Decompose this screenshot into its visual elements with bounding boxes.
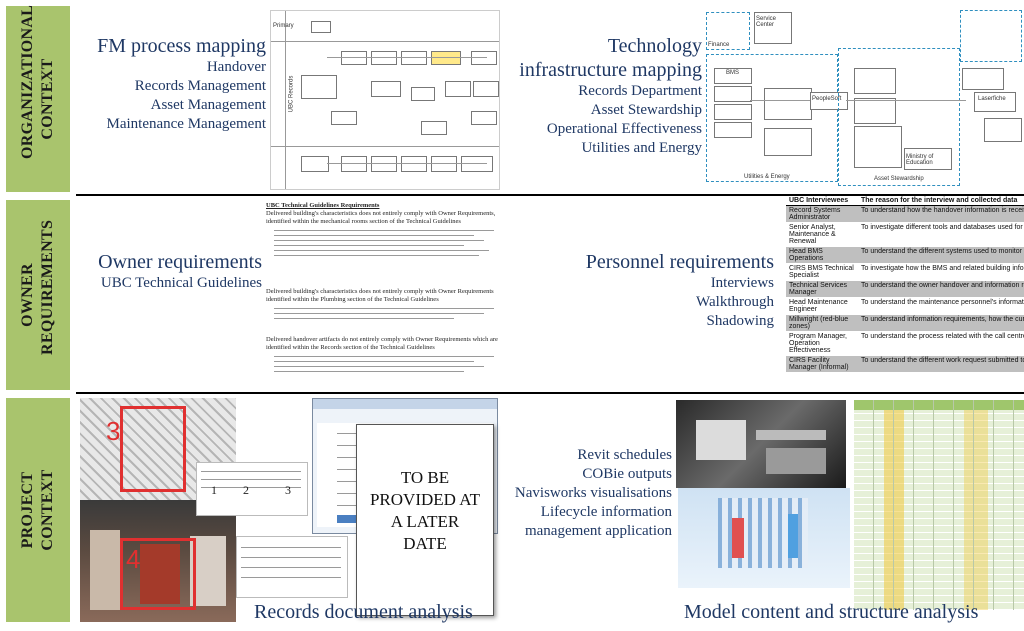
photo-number: 3 [106, 416, 121, 446]
fm-process-title: FM process mapping [97, 35, 266, 57]
table-cell: To understand the maintenance personnel'… [858, 297, 1024, 315]
fm-process-item: Records Management [134, 78, 266, 94]
model-item: Revit schedules [577, 447, 672, 463]
ministry-label: Ministry of Education [906, 154, 934, 166]
table-cell: To understand the different systems used… [858, 246, 1024, 264]
revit-render-image [676, 400, 846, 488]
section-band-project: PROJECT CONTEXT [6, 398, 70, 622]
navisworks-visualization-image [678, 488, 850, 588]
guidelines-document-thumbnail: UBC Technical Guidelines Requirements De… [266, 202, 508, 388]
section-label-project-text: PROJECT CONTEXT [19, 469, 56, 551]
fm-process-item: Asset Management [150, 97, 266, 113]
section-label-organizational: ORGANIZATIONAL CONTEXT [18, 4, 58, 192]
service-center-label: Service Center [756, 16, 777, 28]
separator-top [76, 194, 1024, 196]
tech-infra-item: Operational Effectiveness [546, 121, 702, 137]
interview-table: UBC Interviewees The reason for the inte… [786, 196, 1024, 373]
model-items-block: Revit schedules COBie outputs Navisworks… [496, 446, 672, 541]
laserfiche-label: Laserfiche [978, 96, 1006, 102]
section-label-project: PROJECT CONTEXT [18, 398, 58, 622]
interview-table-header: UBC Interviewees [786, 196, 858, 206]
cobie-spreadsheet-image [854, 400, 1024, 610]
section-label-owner: OWNER REQUIREMENTS [18, 200, 58, 390]
model-item: management application [524, 523, 672, 539]
tech-infra-block: Technology infrastructure mapping Record… [500, 34, 702, 158]
table-cell: Record Systems Administrator [786, 205, 858, 223]
record-sheet-thumbnail [236, 536, 348, 598]
photo-number: 1 [211, 483, 217, 497]
table-cell: Program Manager, Operation Effectiveness [786, 331, 858, 356]
guidelines-doc-para: Delivered building's characteristics doe… [266, 288, 494, 303]
photo-number: 2 [243, 483, 249, 497]
section-band-owner: OWNER REQUIREMENTS [6, 200, 70, 390]
guidelines-doc-para: Delivered handover artifacts do not enti… [266, 336, 498, 351]
table-cell: To investigate how the BMS and related b… [858, 263, 1024, 281]
fm-process-item: Handover [206, 59, 266, 75]
personnel-req-block: Personnel requirements Interviews Walkth… [560, 250, 774, 331]
placeholder-document: TO BE PROVIDED AT A LATER DATE [356, 424, 494, 616]
interview-table-thumbnail: UBC Interviewees The reason for the inte… [786, 196, 1024, 390]
fm-process-diagram-thumbnail: Primary UBC Records [270, 10, 500, 190]
table-cell: Technical Services Manager [786, 280, 858, 298]
photo-number: 4 [126, 544, 141, 574]
separator-bottom [76, 392, 1024, 394]
guidelines-doc-title: UBC Technical Guidelines Requirements [266, 202, 380, 209]
section-band-organizational: ORGANIZATIONAL CONTEXT [6, 4, 70, 192]
guidelines-doc-para: Delivered building's characteristics doe… [266, 210, 496, 225]
table-cell: To understand the different work request… [858, 355, 1024, 373]
asset-stewardship-label: Asset Stewardship [874, 176, 924, 182]
table-cell: Head BMS Operations [786, 246, 858, 264]
section-label-organizational-text: ORGANIZATIONAL CONTEXT [19, 4, 56, 159]
table-cell: Head Maintenance Engineer [786, 297, 858, 315]
personnel-req-item: Walkthrough [696, 294, 774, 310]
owner-req-block: Owner requirements UBC Technical Guideli… [80, 250, 262, 293]
owner-req-title: Owner requirements [98, 251, 262, 273]
fm-process-block: FM process mapping Handover Records Mana… [80, 34, 266, 134]
model-item: COBie outputs [582, 466, 672, 482]
bms-label: BMS [726, 70, 740, 76]
peoplesoft-label: PeopleSoft [812, 96, 842, 102]
model-item: Lifecycle information [540, 504, 672, 520]
mechanical-room-photo: 4 [80, 500, 236, 622]
tech-infra-item: Asset Stewardship [590, 102, 702, 118]
table-cell: To understand the process related with t… [858, 331, 1024, 356]
personnel-req-item: Shadowing [706, 313, 775, 329]
records-analysis-caption: Records document analysis [254, 601, 473, 623]
personnel-req-title: Personnel requirements [585, 251, 774, 273]
record-sheet-thumbnail: 1 2 3 [196, 462, 308, 516]
section-label-owner-text: OWNER REQUIREMENTS [19, 219, 56, 355]
utilities-label: Utilities & Energy [744, 174, 790, 180]
table-cell: To understand the owner handover and inf… [858, 280, 1024, 298]
table-cell: Millwright (red-blue zones) [786, 314, 858, 332]
table-cell: To understand how the handover informati… [858, 205, 1024, 223]
photo-number: 3 [285, 483, 291, 497]
personnel-req-item: Interviews [710, 275, 774, 291]
interview-table-header: The reason for the interview and collect… [858, 196, 1024, 206]
tech-infra-item: Records Department [578, 83, 702, 99]
tech-infra-item: Utilities and Energy [581, 140, 702, 156]
tech-infra-diagram-thumbnail: Finance Utilities & Energy Service Cente… [704, 8, 1022, 188]
table-cell: To understand information requirements, … [858, 314, 1024, 332]
model-item: Navisworks visualisations [514, 485, 672, 501]
model-analysis-caption: Model content and structure analysis [684, 601, 979, 623]
table-cell: CIRS BMS Technical Specialist [786, 263, 858, 281]
owner-req-item: UBC Technical Guidelines [100, 275, 262, 291]
placeholder-text: TO BE PROVIDED AT A LATER DATE [369, 468, 481, 553]
table-cell: CIRS Facility Manager (Informal) [786, 355, 858, 373]
finance-label: Finance [708, 42, 730, 48]
fm-process-item: Maintenance Management [106, 116, 266, 132]
table-cell: Senior Analyst, Maintenance & Renewal [786, 222, 858, 247]
table-cell: To investigate different tools and datab… [858, 222, 1024, 247]
tech-infra-title: Technology infrastructure mapping [519, 35, 702, 81]
